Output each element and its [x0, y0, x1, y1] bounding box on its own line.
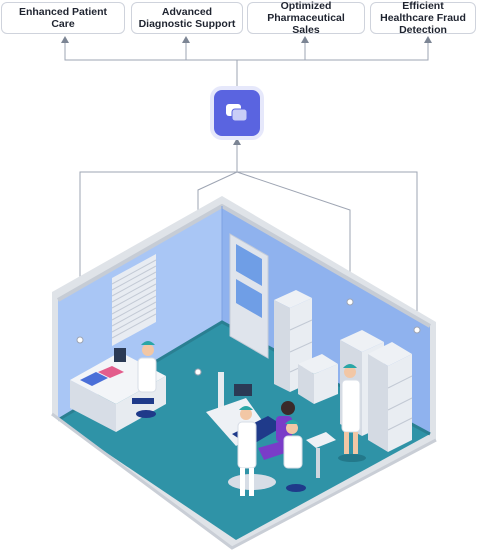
node-label: Advanced Diagnostic Support	[138, 6, 236, 30]
receptionist	[132, 341, 157, 418]
node-label: Optimized Pharmaceutical Sales	[267, 0, 345, 36]
nurse	[338, 364, 366, 462]
node-optimized-pharmaceutical-sales: Optimized Pharmaceutical Sales	[247, 0, 365, 36]
cabinet-right	[340, 330, 413, 452]
node-advanced-diagnostic-support: Advanced Diagnostic Support	[131, 2, 243, 34]
node-enhanced-patient-care: Enhanced Patient Care	[1, 2, 125, 34]
chat-bubbles-icon	[226, 104, 248, 122]
window-blinds	[111, 254, 157, 346]
node-label: Enhanced Patient Care	[18, 6, 108, 30]
dentist	[237, 406, 257, 496]
hub-node	[214, 90, 260, 136]
node-label: Efficient Healthcare Fraud Detection	[380, 0, 466, 36]
door	[229, 233, 269, 359]
assistant	[283, 420, 306, 492]
node-efficient-healthcare-fraud-detection: Efficient Healthcare Fraud Detection	[370, 0, 476, 36]
